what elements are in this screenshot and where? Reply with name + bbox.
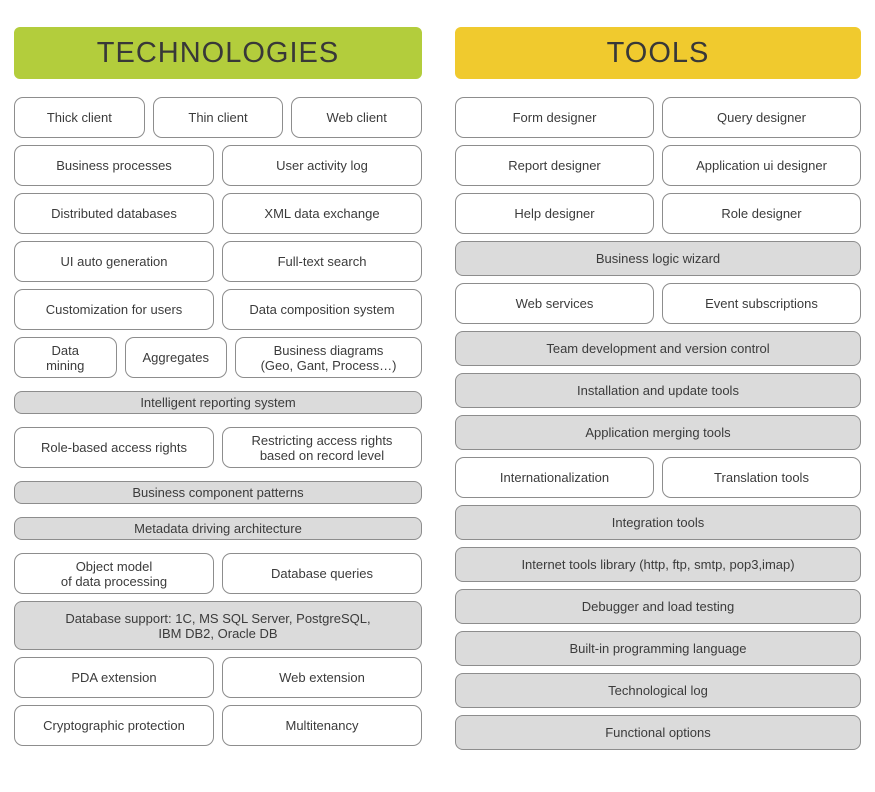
box-business-processes: Business processes <box>14 145 214 186</box>
feature-row: Application merging tools <box>455 415 861 450</box>
box-distributed-databases: Distributed databases <box>14 193 214 234</box>
feature-row: Metadata driving architecture <box>14 517 422 540</box>
feature-row: Intelligent reporting system <box>14 391 422 414</box>
box-multitenancy: Multitenancy <box>222 705 422 746</box>
box-report-designer: Report designer <box>455 145 654 186</box>
box-technological-log: Technological log <box>455 673 861 708</box>
box-intelligent-reporting-system: Intelligent reporting system <box>14 391 422 414</box>
feature-row: Built-in programming language <box>455 631 861 666</box>
box-pda-extension: PDA extension <box>14 657 214 698</box>
feature-row: Business component patterns <box>14 481 422 504</box>
box-built-in-programming-language: Built-in programming language <box>455 631 861 666</box>
feature-row: Team development and version control <box>455 331 861 366</box>
box-data-mining: Data mining <box>14 337 117 378</box>
box-role-designer: Role designer <box>662 193 861 234</box>
box-integration-tools: Integration tools <box>455 505 861 540</box>
feature-row: Database support: 1C, MS SQL Server, Pos… <box>14 601 422 650</box>
technologies-header: TECHNOLOGIES <box>14 27 422 79</box>
feature-row: Functional options <box>455 715 861 750</box>
box-business-logic-wizard: Business logic wizard <box>455 241 861 276</box>
box-business-component-patterns: Business component patterns <box>14 481 422 504</box>
feature-row: Business logic wizard <box>455 241 861 276</box>
feature-row: Installation and update tools <box>455 373 861 408</box>
box-full-text-search: Full-text search <box>222 241 422 282</box>
box-event-subscriptions: Event subscriptions <box>662 283 861 324</box>
box-business-diagrams-geo-gant-process: Business diagrams (Geo, Gant, Process…) <box>235 337 422 378</box>
box-form-designer: Form designer <box>455 97 654 138</box>
box-debugger-and-load-testing: Debugger and load testing <box>455 589 861 624</box>
box-thin-client: Thin client <box>152 97 284 138</box>
box-query-designer: Query designer <box>662 97 861 138</box>
box-cryptographic-protection: Cryptographic protection <box>14 705 214 746</box>
box-thick-client: Thick client <box>14 97 145 138</box>
box-web-services: Web services <box>455 283 654 324</box>
box-customization-for-users: Customization for users <box>14 289 214 330</box>
box-ui-auto-generation: UI auto generation <box>14 241 214 282</box>
feature-row: Internet tools library (http, ftp, smtp,… <box>455 547 861 582</box>
box-internationalization: Internationalization <box>455 457 654 498</box>
box-installation-and-update-tools: Installation and update tools <box>455 373 861 408</box>
box-web-extension: Web extension <box>222 657 422 698</box>
box-help-designer: Help designer <box>455 193 654 234</box>
box-functional-options: Functional options <box>455 715 861 750</box>
box-team-development-and-version-control: Team development and version control <box>455 331 861 366</box>
box-metadata-driving-architecture: Metadata driving architecture <box>14 517 422 540</box>
feature-row: Technological log <box>455 673 861 708</box>
box-application-ui-designer: Application ui designer <box>662 145 861 186</box>
box-translation-tools: Translation tools <box>662 457 861 498</box>
box-database-support-1c-ms-sql-server-postgr: Database support: 1C, MS SQL Server, Pos… <box>14 601 422 650</box>
tools-header: TOOLS <box>455 27 861 79</box>
box-internet-tools-library-http-ftp-smtp-pop: Internet tools library (http, ftp, smtp,… <box>455 547 861 582</box>
box-restricting-access-rights-based-on-recor: Restricting access rights based on recor… <box>222 427 422 468</box>
box-user-activity-log: User activity log <box>222 145 422 186</box>
box-xml-data-exchange: XML data exchange <box>222 193 422 234</box>
box-data-composition-system: Data composition system <box>222 289 422 330</box>
box-application-merging-tools: Application merging tools <box>455 415 861 450</box>
box-object-model-of-data-processing: Object model of data processing <box>14 553 214 594</box>
box-database-queries: Database queries <box>222 553 422 594</box>
box-web-client: Web client <box>291 97 423 138</box>
box-role-based-access-rights: Role-based access rights <box>14 427 214 468</box>
feature-row: Debugger and load testing <box>455 589 861 624</box>
box-aggregates: Aggregates <box>124 337 227 378</box>
feature-row: Integration tools <box>455 505 861 540</box>
